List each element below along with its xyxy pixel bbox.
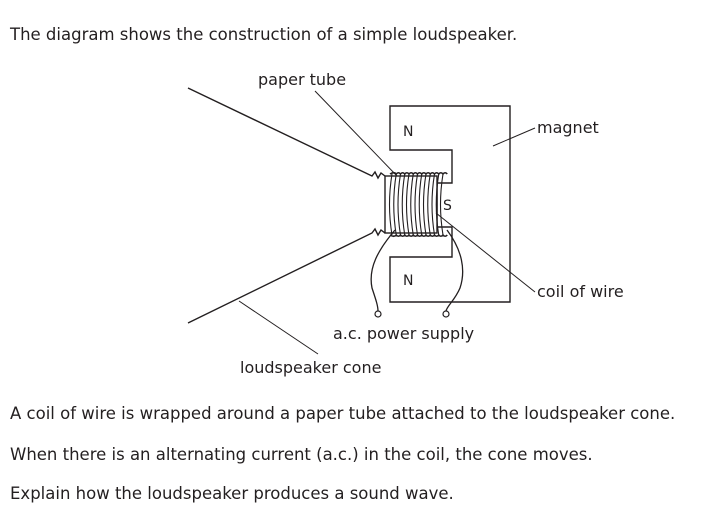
coil-turn	[439, 173, 444, 236]
label-coil-of-wire: coil of wire	[537, 282, 624, 301]
leader-lines	[238, 90, 536, 355]
coil-turn	[410, 173, 414, 236]
coil-turn	[405, 173, 410, 236]
coil-turn	[422, 173, 427, 236]
label-magnet: magnet	[537, 118, 599, 137]
pole-label-bottom: N	[403, 273, 413, 289]
coil-turn	[431, 173, 436, 236]
pole-label-middle: S	[443, 198, 452, 214]
label-ac-power-supply: a.c. power supply	[333, 324, 474, 343]
paragraph-3: Explain how the loudspeaker produces a s…	[10, 484, 454, 503]
intro-text: The diagram shows the construction of a …	[10, 25, 518, 44]
paragraph-2: When there is an alternating current (a.…	[10, 445, 593, 464]
loudspeaker-diagram: N S N paper tube magnet coil of wire a.c…	[187, 70, 624, 377]
paragraph-1: A coil of wire is wrapped around a paper…	[10, 404, 676, 423]
label-loudspeaker-cone: loudspeaker cone	[240, 358, 381, 377]
coil-turn	[435, 173, 440, 236]
label-paper-tube: paper tube	[258, 70, 346, 89]
coil-turn	[397, 173, 402, 236]
loudspeaker-cone	[187, 87, 386, 324]
coil-turn	[401, 173, 406, 236]
pole-label-top: N	[403, 124, 413, 140]
magnet	[389, 105, 511, 303]
coil-turn	[418, 173, 423, 236]
ac-supply-leads	[370, 229, 464, 318]
coil-edge-top	[389, 171, 448, 176]
coil-turn	[427, 173, 431, 236]
coil-turn	[388, 173, 393, 236]
coil-edge-bottom	[389, 233, 448, 238]
coil-turn	[414, 173, 419, 236]
coil-of-wire	[388, 171, 448, 238]
coil-turn	[393, 173, 397, 236]
